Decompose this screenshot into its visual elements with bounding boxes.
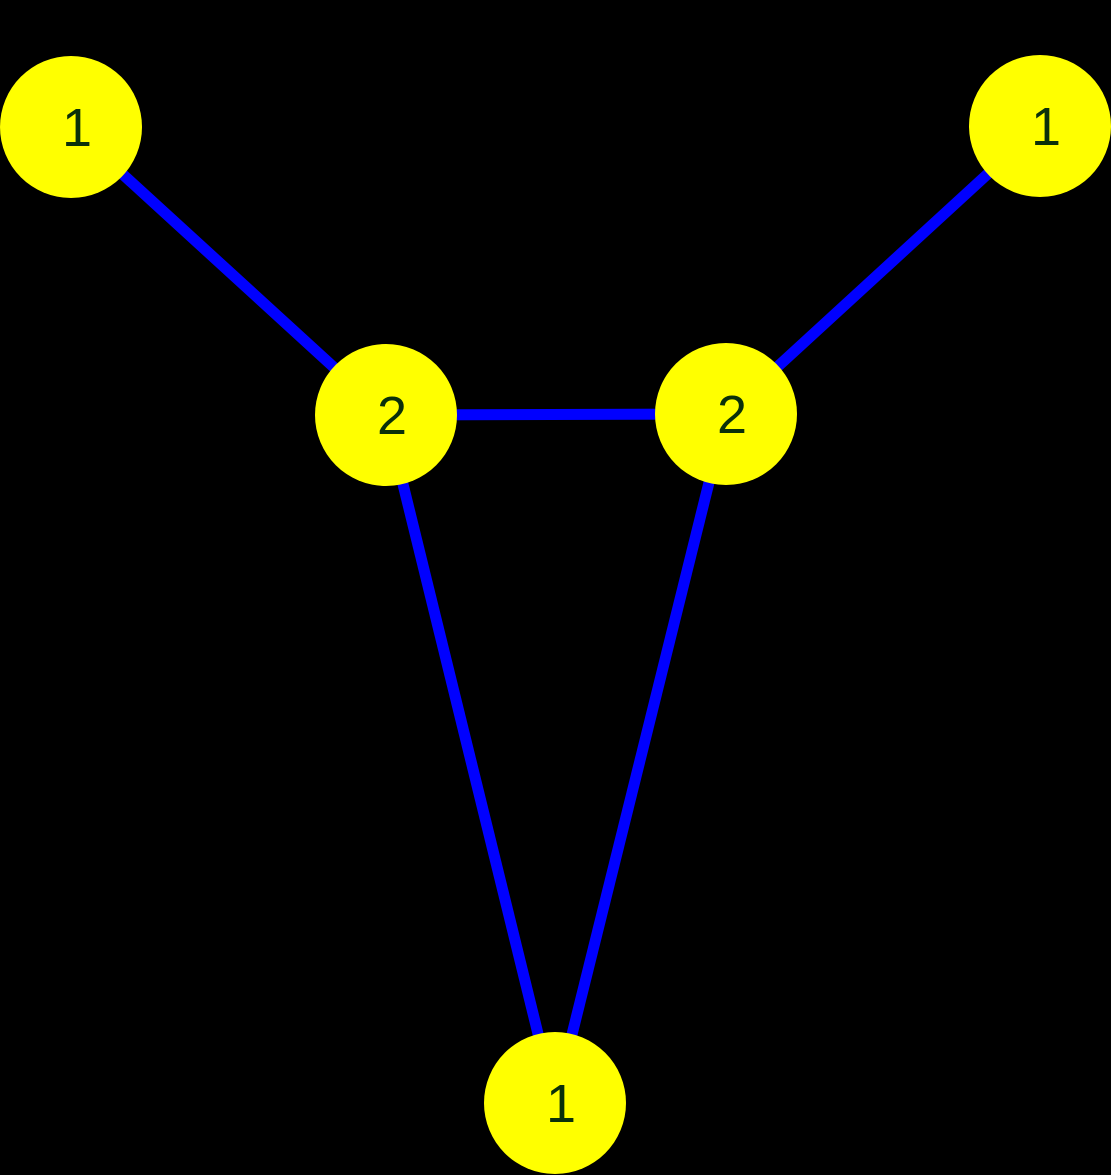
graph-node-mid-left xyxy=(315,344,457,486)
edge-mid-right-bottom xyxy=(549,412,732,1105)
edge-top-right-mid-right xyxy=(722,121,1044,419)
graph-node-bottom xyxy=(484,1032,626,1174)
node-label-mid-left: 2 xyxy=(377,386,407,446)
node-label-bottom: 1 xyxy=(546,1074,576,1134)
node-label-top-left: 1 xyxy=(62,98,92,158)
graph-node-top-left xyxy=(0,56,142,198)
edge-top-left-mid-left xyxy=(67,122,390,420)
graph-node-top-right xyxy=(969,55,1111,197)
node-label-top-right: 1 xyxy=(1031,97,1061,157)
edge-mid-left-bottom xyxy=(380,413,561,1105)
graph-node-mid-right xyxy=(655,343,797,485)
node-label-mid-right: 2 xyxy=(717,385,747,445)
